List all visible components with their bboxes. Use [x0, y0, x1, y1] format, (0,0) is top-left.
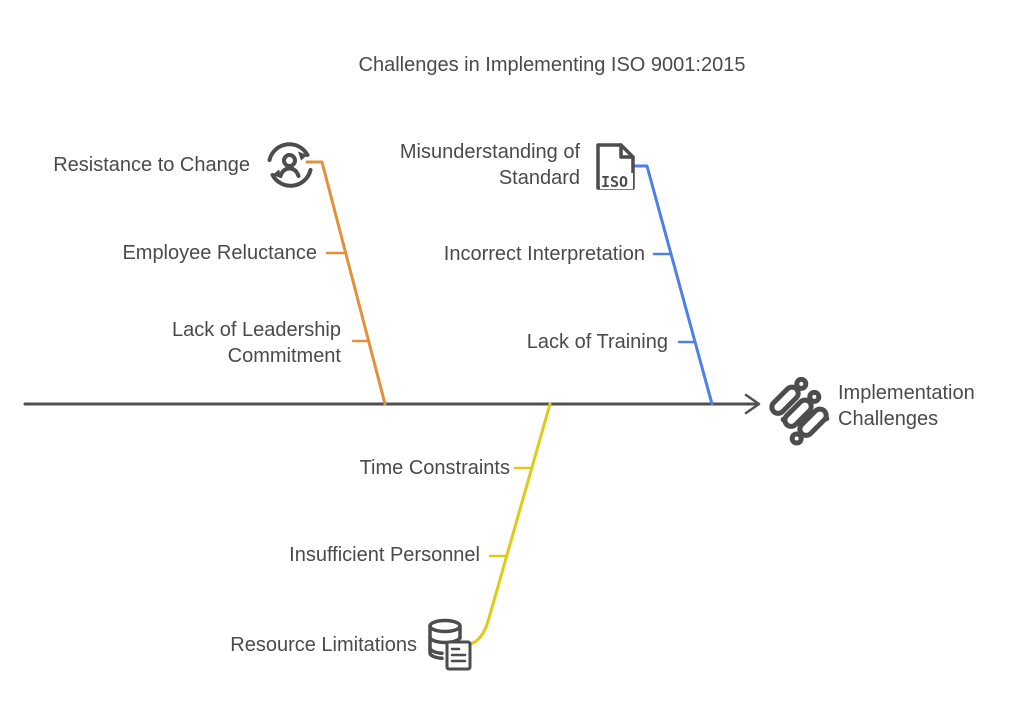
cause-label-incorrect-interpretation: Incorrect Interpretation: [443, 243, 645, 265]
diagram-title: Challenges in Implementing ISO 9001:2015: [358, 54, 746, 76]
cause-label-employee-reluctance: Employee Reluctance: [122, 242, 317, 264]
branch-label-resource-limitations: Resource Limitations: [230, 634, 417, 656]
cause-label-time-constraints: Time Constraints: [359, 457, 510, 479]
iso-document-icon: ISO: [596, 143, 635, 191]
iso-text: ISO: [601, 173, 628, 191]
spine-arrowhead-icon: [744, 393, 761, 415]
branch-label-resistance-to-change: Resistance to Change: [53, 154, 250, 176]
iso-text-backing: [600, 173, 633, 189]
branch-line-resource-limitations: [462, 402, 552, 647]
database-report-icon: [428, 618, 472, 671]
cause-label-lack-of-leadership-commitment: Lack of Leadership Commitment: [171, 319, 341, 367]
person-change-cycle-icon: [267, 142, 313, 188]
fishbone-icon: [769, 376, 830, 446]
cause-label-insufficient-personnel: Insufficient Personnel: [289, 544, 480, 566]
branch-line-resistance-to-change: [305, 160, 387, 406]
effect-label-implementation-challenges: Implementation Challenges: [838, 382, 975, 430]
branch-line-misunderstanding: [631, 164, 714, 406]
branch-label-misunderstanding-of-standard: Misunderstanding of Standard: [399, 141, 580, 189]
cause-label-lack-of-training: Lack of Training: [526, 331, 668, 353]
